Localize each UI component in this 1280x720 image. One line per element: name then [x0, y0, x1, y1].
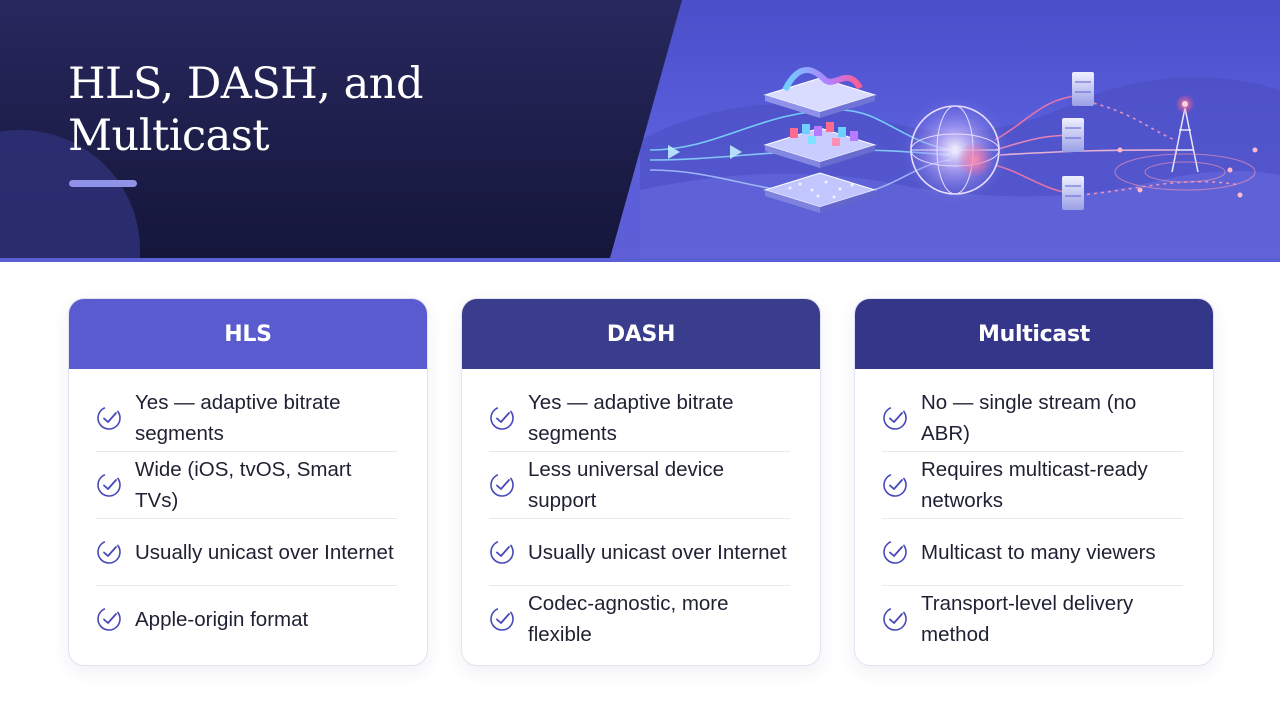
list-item: Transport-level delivery method — [882, 586, 1183, 652]
check-circle-icon — [883, 607, 907, 631]
list-item-text: Wide (iOS, tvOS, Smart TVs) — [135, 458, 352, 512]
list-item-text: No — single stream (no ABR) — [921, 391, 1137, 445]
page-title-line1: HLS, DASH, and — [68, 59, 424, 109]
list-item-text: Multicast to many viewers — [921, 540, 1156, 564]
streaming-network-illustration — [0, 0, 1280, 262]
list-item-text: Apple-origin format — [135, 607, 309, 631]
list-item-text: Requires multicast-ready networks — [921, 458, 1148, 512]
list-item: No — single stream (no ABR) — [882, 385, 1183, 452]
check-circle-icon — [97, 406, 121, 430]
check-circle-icon — [490, 473, 514, 497]
list-item: Yes — adaptive bitrate segments — [489, 385, 790, 452]
multicast-card-list: No — single stream (no ABR) Requires mul… — [855, 369, 1213, 652]
list-item-text: Yes — adaptive bitrate segments — [135, 391, 341, 445]
title-accent-line — [69, 180, 137, 187]
hls-card-list: Yes — adaptive bitrate segments Wide (iO… — [69, 369, 427, 652]
check-circle-icon — [97, 473, 121, 497]
multicast-card-header: Multicast — [855, 299, 1213, 369]
check-circle-icon — [490, 607, 514, 631]
list-item: Apple-origin format — [96, 586, 397, 652]
list-item-text: Yes — adaptive bitrate segments — [528, 391, 734, 445]
check-circle-icon — [490, 540, 514, 564]
list-item: Requires multicast-ready networks — [882, 452, 1183, 519]
list-item: Yes — adaptive bitrate segments — [96, 385, 397, 452]
page-title-line2: Multicast — [68, 111, 270, 161]
check-circle-icon — [883, 406, 907, 430]
list-item-text: Transport-level delivery method — [921, 592, 1134, 646]
list-item-text: Less universal device support — [528, 458, 724, 512]
list-item: Multicast to many viewers — [882, 519, 1183, 586]
list-item-text: Usually unicast over Internet — [528, 540, 787, 564]
check-circle-icon — [97, 607, 121, 631]
list-item-text: Usually unicast over Internet — [135, 540, 394, 564]
list-item: Wide (iOS, tvOS, Smart TVs) — [96, 452, 397, 519]
list-item: Less universal device support — [489, 452, 790, 519]
list-item: Usually unicast over Internet — [489, 519, 790, 586]
check-circle-icon — [883, 540, 907, 564]
title-block: HLS, DASH, and Multicast — [68, 58, 488, 162]
page-title: HLS, DASH, and Multicast — [68, 58, 488, 162]
hls-card: HLS Yes — adaptive bitrate segments Wide… — [68, 298, 428, 666]
list-item-text: Codec-agnostic, more flexible — [528, 592, 729, 646]
header-banner: HLS, DASH, and Multicast — [0, 0, 1280, 262]
dash-card: DASH Yes — adaptive bitrate segments Les… — [461, 298, 821, 666]
hls-card-header: HLS — [69, 299, 427, 369]
check-circle-icon — [97, 540, 121, 564]
multicast-card: Multicast No — single stream (no ABR) Re… — [854, 298, 1214, 666]
check-circle-icon — [883, 473, 907, 497]
dash-card-header: DASH — [462, 299, 820, 369]
comparison-cards: HLS Yes — adaptive bitrate segments Wide… — [68, 298, 1214, 666]
list-item: Codec-agnostic, more flexible — [489, 586, 790, 652]
dash-card-list: Yes — adaptive bitrate segments Less uni… — [462, 369, 820, 652]
check-circle-icon — [490, 406, 514, 430]
list-item: Usually unicast over Internet — [96, 519, 397, 586]
